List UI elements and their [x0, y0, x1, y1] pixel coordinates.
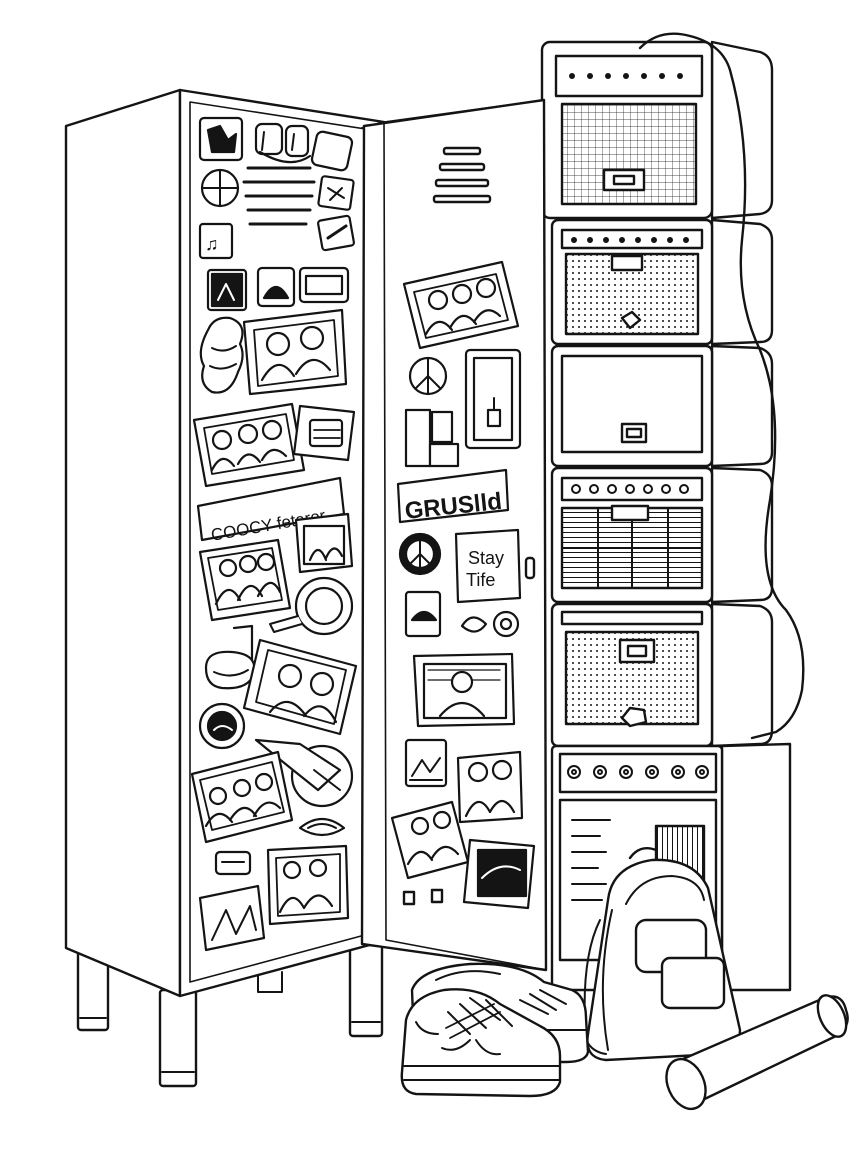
door-handle [524, 556, 536, 580]
amp-second [550, 218, 774, 346]
backpack [583, 847, 742, 1062]
amp-stack [540, 32, 805, 992]
amp-fifth [550, 602, 774, 748]
locker-side-panel [64, 88, 182, 998]
door-stickers: GRUSlld Stay Tife [390, 260, 536, 910]
amp-fourth [550, 466, 774, 604]
amp-third [550, 344, 774, 468]
right-banner-sticker [396, 468, 510, 524]
svg-text:♫: ♫ [205, 234, 219, 254]
locker-legs [76, 938, 384, 1088]
sneakers [400, 962, 590, 1098]
amp-cable [638, 32, 805, 740]
left-stickers: ♫ COO [190, 116, 358, 952]
rolled-tube [665, 994, 849, 1111]
note-line-1: Stay [468, 548, 504, 568]
note-line-2: Tife [466, 570, 495, 590]
amp-top [540, 40, 774, 220]
